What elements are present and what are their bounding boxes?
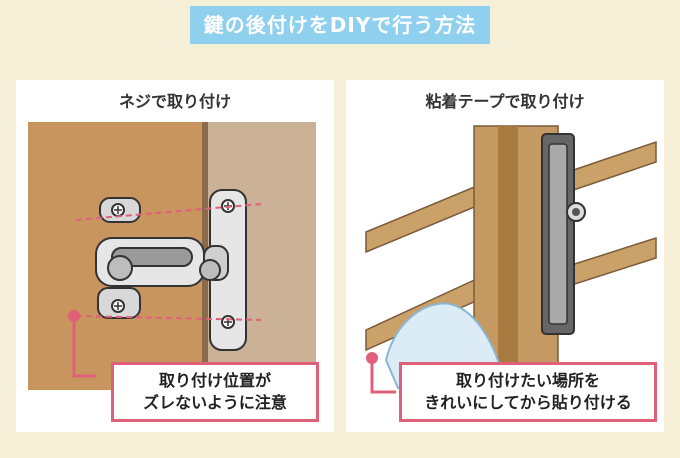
callout-tape-tip: 取り付けたい場所を きれいにしてから貼り付ける	[399, 362, 657, 422]
latch-icon	[541, 133, 586, 335]
panel-heading-tape: 粘着テープで取り付け	[425, 92, 585, 111]
tape-latch-illustration	[365, 125, 657, 394]
callout-screw-tip: 取り付け位置が ズレないように注意	[111, 362, 319, 422]
panel-tape-method: 粘着テープで取り付け 取り付けたい場所を きれいにしてから貼り付ける	[346, 80, 664, 432]
callout-tape-line1: 取り付けたい場所を	[455, 371, 600, 390]
title-container: 鍵の後付けをDIYで行う方法	[0, 6, 680, 44]
callout-tape-line2: きれいにしてから貼り付ける	[424, 393, 632, 412]
latch-icon	[95, 189, 247, 351]
panel-heading-screw: ネジで取り付け	[118, 92, 231, 111]
panel-screw-method: ネジで取り付け	[16, 80, 334, 432]
callout-screw-line2: ズレないように注意	[143, 393, 287, 412]
callout-screw-line1: 取り付け位置が	[158, 371, 271, 390]
screw-latch-illustration	[28, 122, 316, 390]
page-title: 鍵の後付けをDIYで行う方法	[189, 6, 491, 44]
